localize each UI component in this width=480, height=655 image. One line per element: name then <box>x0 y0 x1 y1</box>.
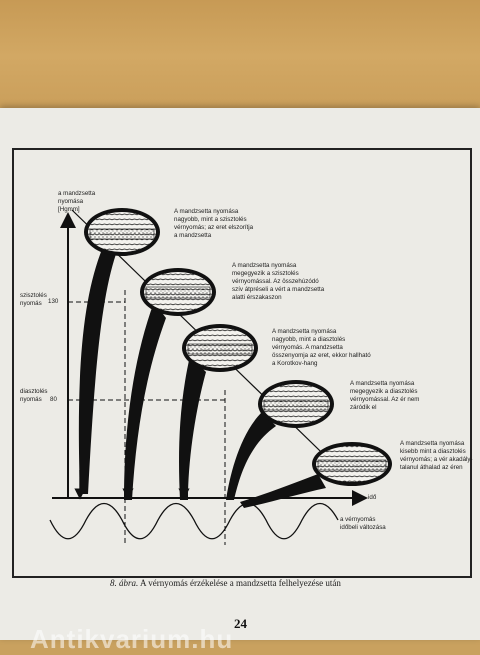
y-axis-label: a mandzsetta nyomása [Hgmm] <box>58 190 96 213</box>
annotation-stage-3: A mandzsetta nyomása nagyobb, mint a dia… <box>272 328 371 367</box>
annotation-stage-5: A mandzsetta nyomása kisebb mint a diasz… <box>400 440 473 471</box>
figure-number: 8. ábra. <box>110 578 139 588</box>
pressure-wave <box>49 502 339 540</box>
wave-label: a vérnyomás időbeli változása <box>340 516 386 531</box>
page-number: 24 <box>234 616 247 631</box>
cuff-stage-3 <box>179 324 258 500</box>
annotation-stage-1: A mandzsetta nyomása nagyobb, mint a szi… <box>174 208 254 239</box>
x-axis-label: idő <box>368 494 377 501</box>
systolic-label: szisztolés nyomás <box>20 292 47 307</box>
annotation-stage-4: A mandzsetta nyomása megegyezik a diaszt… <box>350 380 420 411</box>
caption-text: A vérnyomás érzékelése a mandzsetta felh… <box>138 578 341 588</box>
figure-frame <box>12 148 472 578</box>
systolic-value: 130 <box>48 298 59 305</box>
blood-pressure-diagram <box>49 208 392 545</box>
cuff-stage-1 <box>78 208 160 494</box>
diastolic-value: 80 <box>50 396 57 403</box>
cuff-stage-2 <box>124 268 216 500</box>
cuff-stage-5 <box>240 442 392 508</box>
table-surface <box>0 0 480 125</box>
figure-caption: 8. ábra. A vérnyomás érzékelése a mandzs… <box>110 578 341 588</box>
annotation-stage-2: A mandzsetta nyomása megegyezik a sziszt… <box>232 262 325 301</box>
cuff-stage-4 <box>226 380 334 500</box>
diastolic-label: diasztolés nyomás <box>20 388 48 403</box>
